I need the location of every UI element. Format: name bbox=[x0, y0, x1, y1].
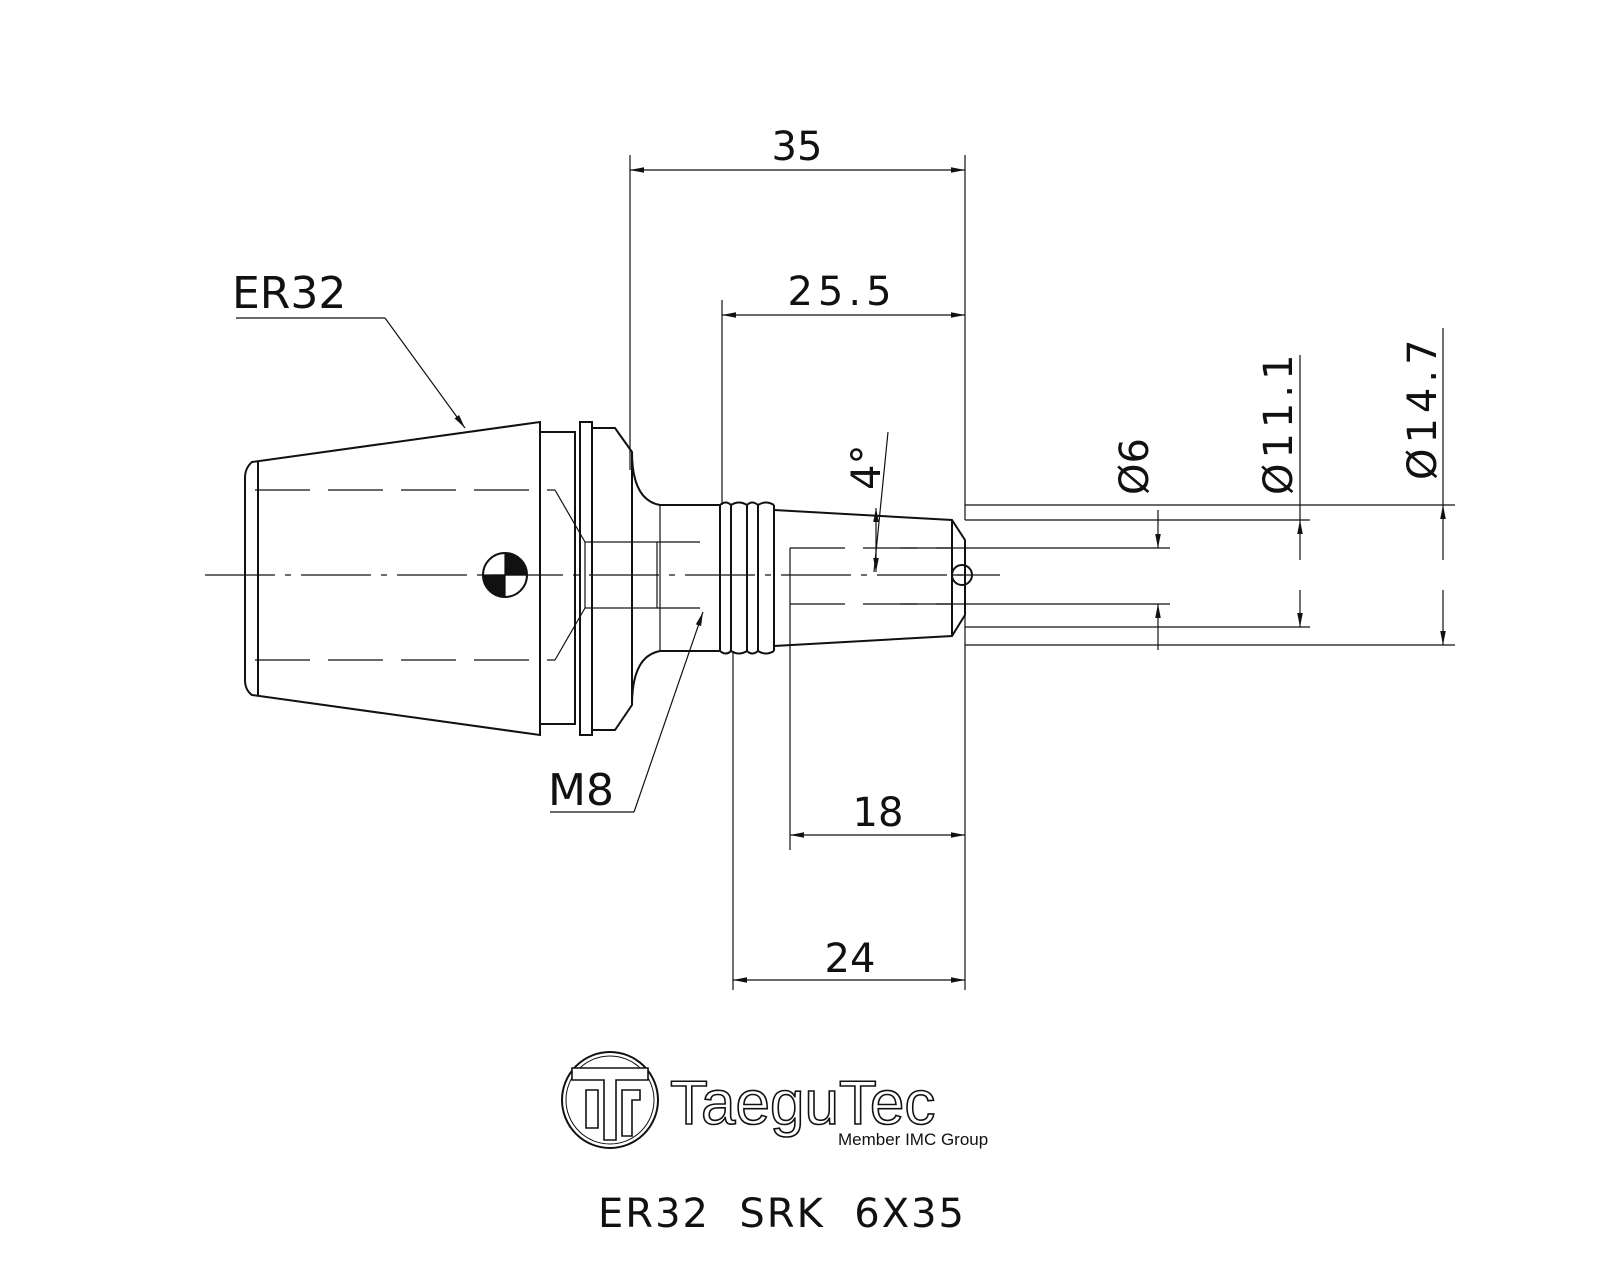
er32-label: ER32 bbox=[232, 268, 346, 319]
dim-dia6-text: Ø6 bbox=[1112, 438, 1158, 495]
hidden-bore-lines bbox=[255, 489, 952, 661]
dim-18-text: 18 bbox=[853, 790, 904, 836]
dim-thread-length: 24 bbox=[732, 651, 965, 990]
m8-label: M8 bbox=[548, 765, 614, 816]
collet-body bbox=[244, 420, 966, 737]
dim-taper-length: 18 bbox=[789, 548, 966, 990]
callout-er32: ER32 bbox=[232, 268, 466, 429]
dim-taper-angle: 4° bbox=[844, 431, 890, 573]
dim-25-5-text: 25.5 bbox=[787, 269, 896, 315]
dim-dia14-7-text: Ø14.7 bbox=[1400, 334, 1446, 480]
taegutec-logo: TaeguTec Member IMC Group bbox=[561, 1051, 988, 1149]
dim-overall-length: 35 bbox=[629, 124, 966, 520]
part-number: ER32 SRK 6X35 bbox=[598, 1191, 966, 1237]
dim-dia11-1-text: Ø11.1 bbox=[1256, 349, 1302, 495]
dim-neck-diameter: Ø14.7 bbox=[965, 328, 1455, 646]
dim-24-text: 24 bbox=[825, 936, 876, 982]
dim-shank-length: 25.5 bbox=[721, 269, 965, 505]
brand-tagline: Member IMC Group bbox=[838, 1130, 988, 1149]
dim-4deg-text: 4° bbox=[844, 445, 890, 490]
callout-m8: M8 bbox=[548, 611, 704, 816]
dim-35-text: 35 bbox=[772, 124, 823, 170]
brand-name: TaeguTec bbox=[670, 1069, 935, 1138]
dim-bore-diameter: Ø6 bbox=[900, 438, 1170, 650]
tip-center-symbol bbox=[951, 564, 973, 586]
logo-t-mark bbox=[571, 1067, 649, 1141]
dim-tip-diameter: Ø11.1 bbox=[965, 349, 1310, 628]
center-of-gravity-symbol bbox=[482, 552, 528, 598]
